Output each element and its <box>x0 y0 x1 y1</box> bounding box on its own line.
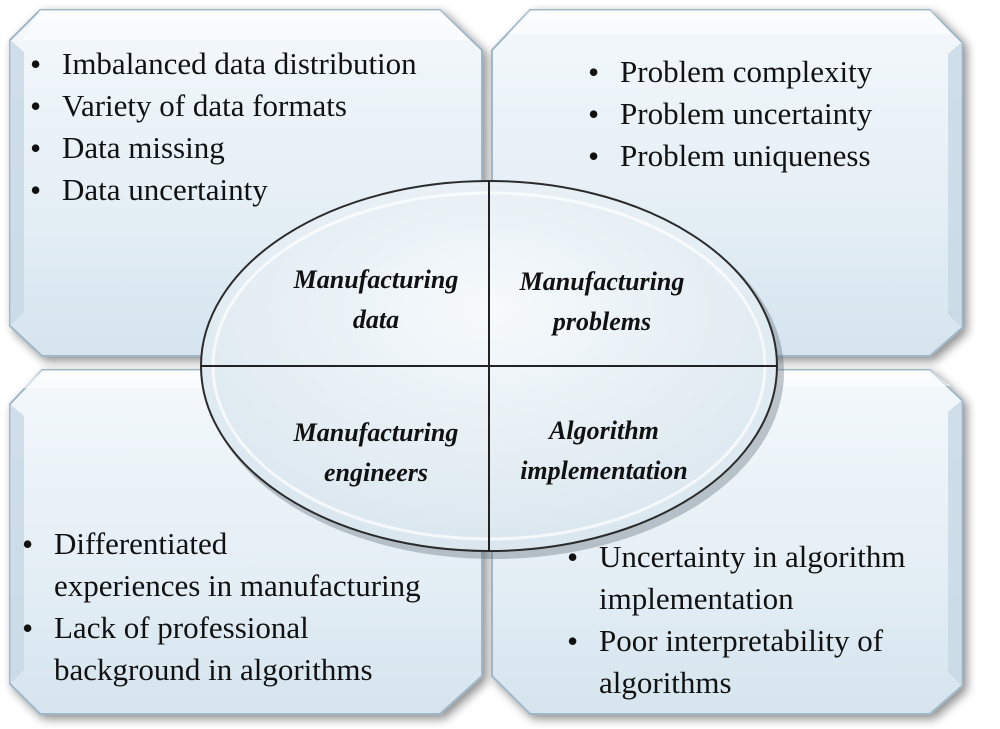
top-left-bullet-list: Imbalanced data distribution Variety of … <box>26 43 417 211</box>
center-label-manufacturing-data: Manufacturing data <box>265 260 487 340</box>
center-label-algorithm-implementation: Algorithm implementation <box>493 411 715 491</box>
list-item: Differentiated experiences in manufactur… <box>18 523 421 607</box>
bullet-text: Problem uncertainty <box>620 96 873 131</box>
bullet-text-line1: Differentiated <box>54 526 228 561</box>
list-item: Poor interpretability of algorithms <box>563 620 905 704</box>
bullet-text-line2: algorithms <box>599 665 732 700</box>
center-label-manufacturing-problems: Manufacturing problems <box>492 262 712 342</box>
list-item: Imbalanced data distribution <box>26 43 417 85</box>
center-label-manufacturing-engineers: Manufacturing engineers <box>265 413 487 493</box>
list-item: Data missing <box>26 127 417 169</box>
list-item: Uncertainty in algorithm implementation <box>563 536 905 620</box>
list-item: Problem uniqueness <box>584 135 872 177</box>
list-item: Variety of data formats <box>26 85 417 127</box>
bullet-text: Data uncertainty <box>62 172 268 207</box>
bullet-text: Imbalanced data distribution <box>62 46 417 81</box>
bullet-text-line1: Lack of professional <box>54 610 309 645</box>
bullet-text-line2: experiences in manufacturing <box>54 568 421 603</box>
list-item: Lack of professional background in algor… <box>18 607 421 691</box>
label-line1: Algorithm <box>549 416 659 445</box>
bullet-text: Problem complexity <box>620 54 873 89</box>
bottom-right-bullet-list: Uncertainty in algorithm implementation … <box>563 536 905 704</box>
bullet-text: Variety of data formats <box>62 88 347 123</box>
label-line1: Manufacturing <box>293 265 459 294</box>
list-item: Problem uncertainty <box>584 93 872 135</box>
label-line1: Manufacturing <box>293 418 459 447</box>
label-line2: implementation <box>520 456 688 485</box>
bullet-text-line2: implementation <box>599 581 794 616</box>
label-line2: data <box>352 305 400 334</box>
bottom-left-bullet-list: Differentiated experiences in manufactur… <box>18 523 421 691</box>
center-ellipse <box>200 180 784 559</box>
bullet-text-line1: Uncertainty in algorithm <box>599 539 906 574</box>
list-item: Problem complexity <box>584 51 872 93</box>
bullet-text-line2: background in algorithms <box>54 652 373 687</box>
top-right-bullet-list: Problem complexity Problem uncertainty P… <box>584 51 872 177</box>
label-line2: engineers <box>324 458 428 487</box>
list-item: Data uncertainty <box>26 169 417 211</box>
label-line1: Manufacturing <box>519 267 685 296</box>
bullet-text-line1: Poor interpretability of <box>599 623 884 658</box>
label-line2: problems <box>552 307 652 336</box>
bullet-text: Data missing <box>62 130 225 165</box>
bullet-text: Problem uniqueness <box>620 138 871 173</box>
